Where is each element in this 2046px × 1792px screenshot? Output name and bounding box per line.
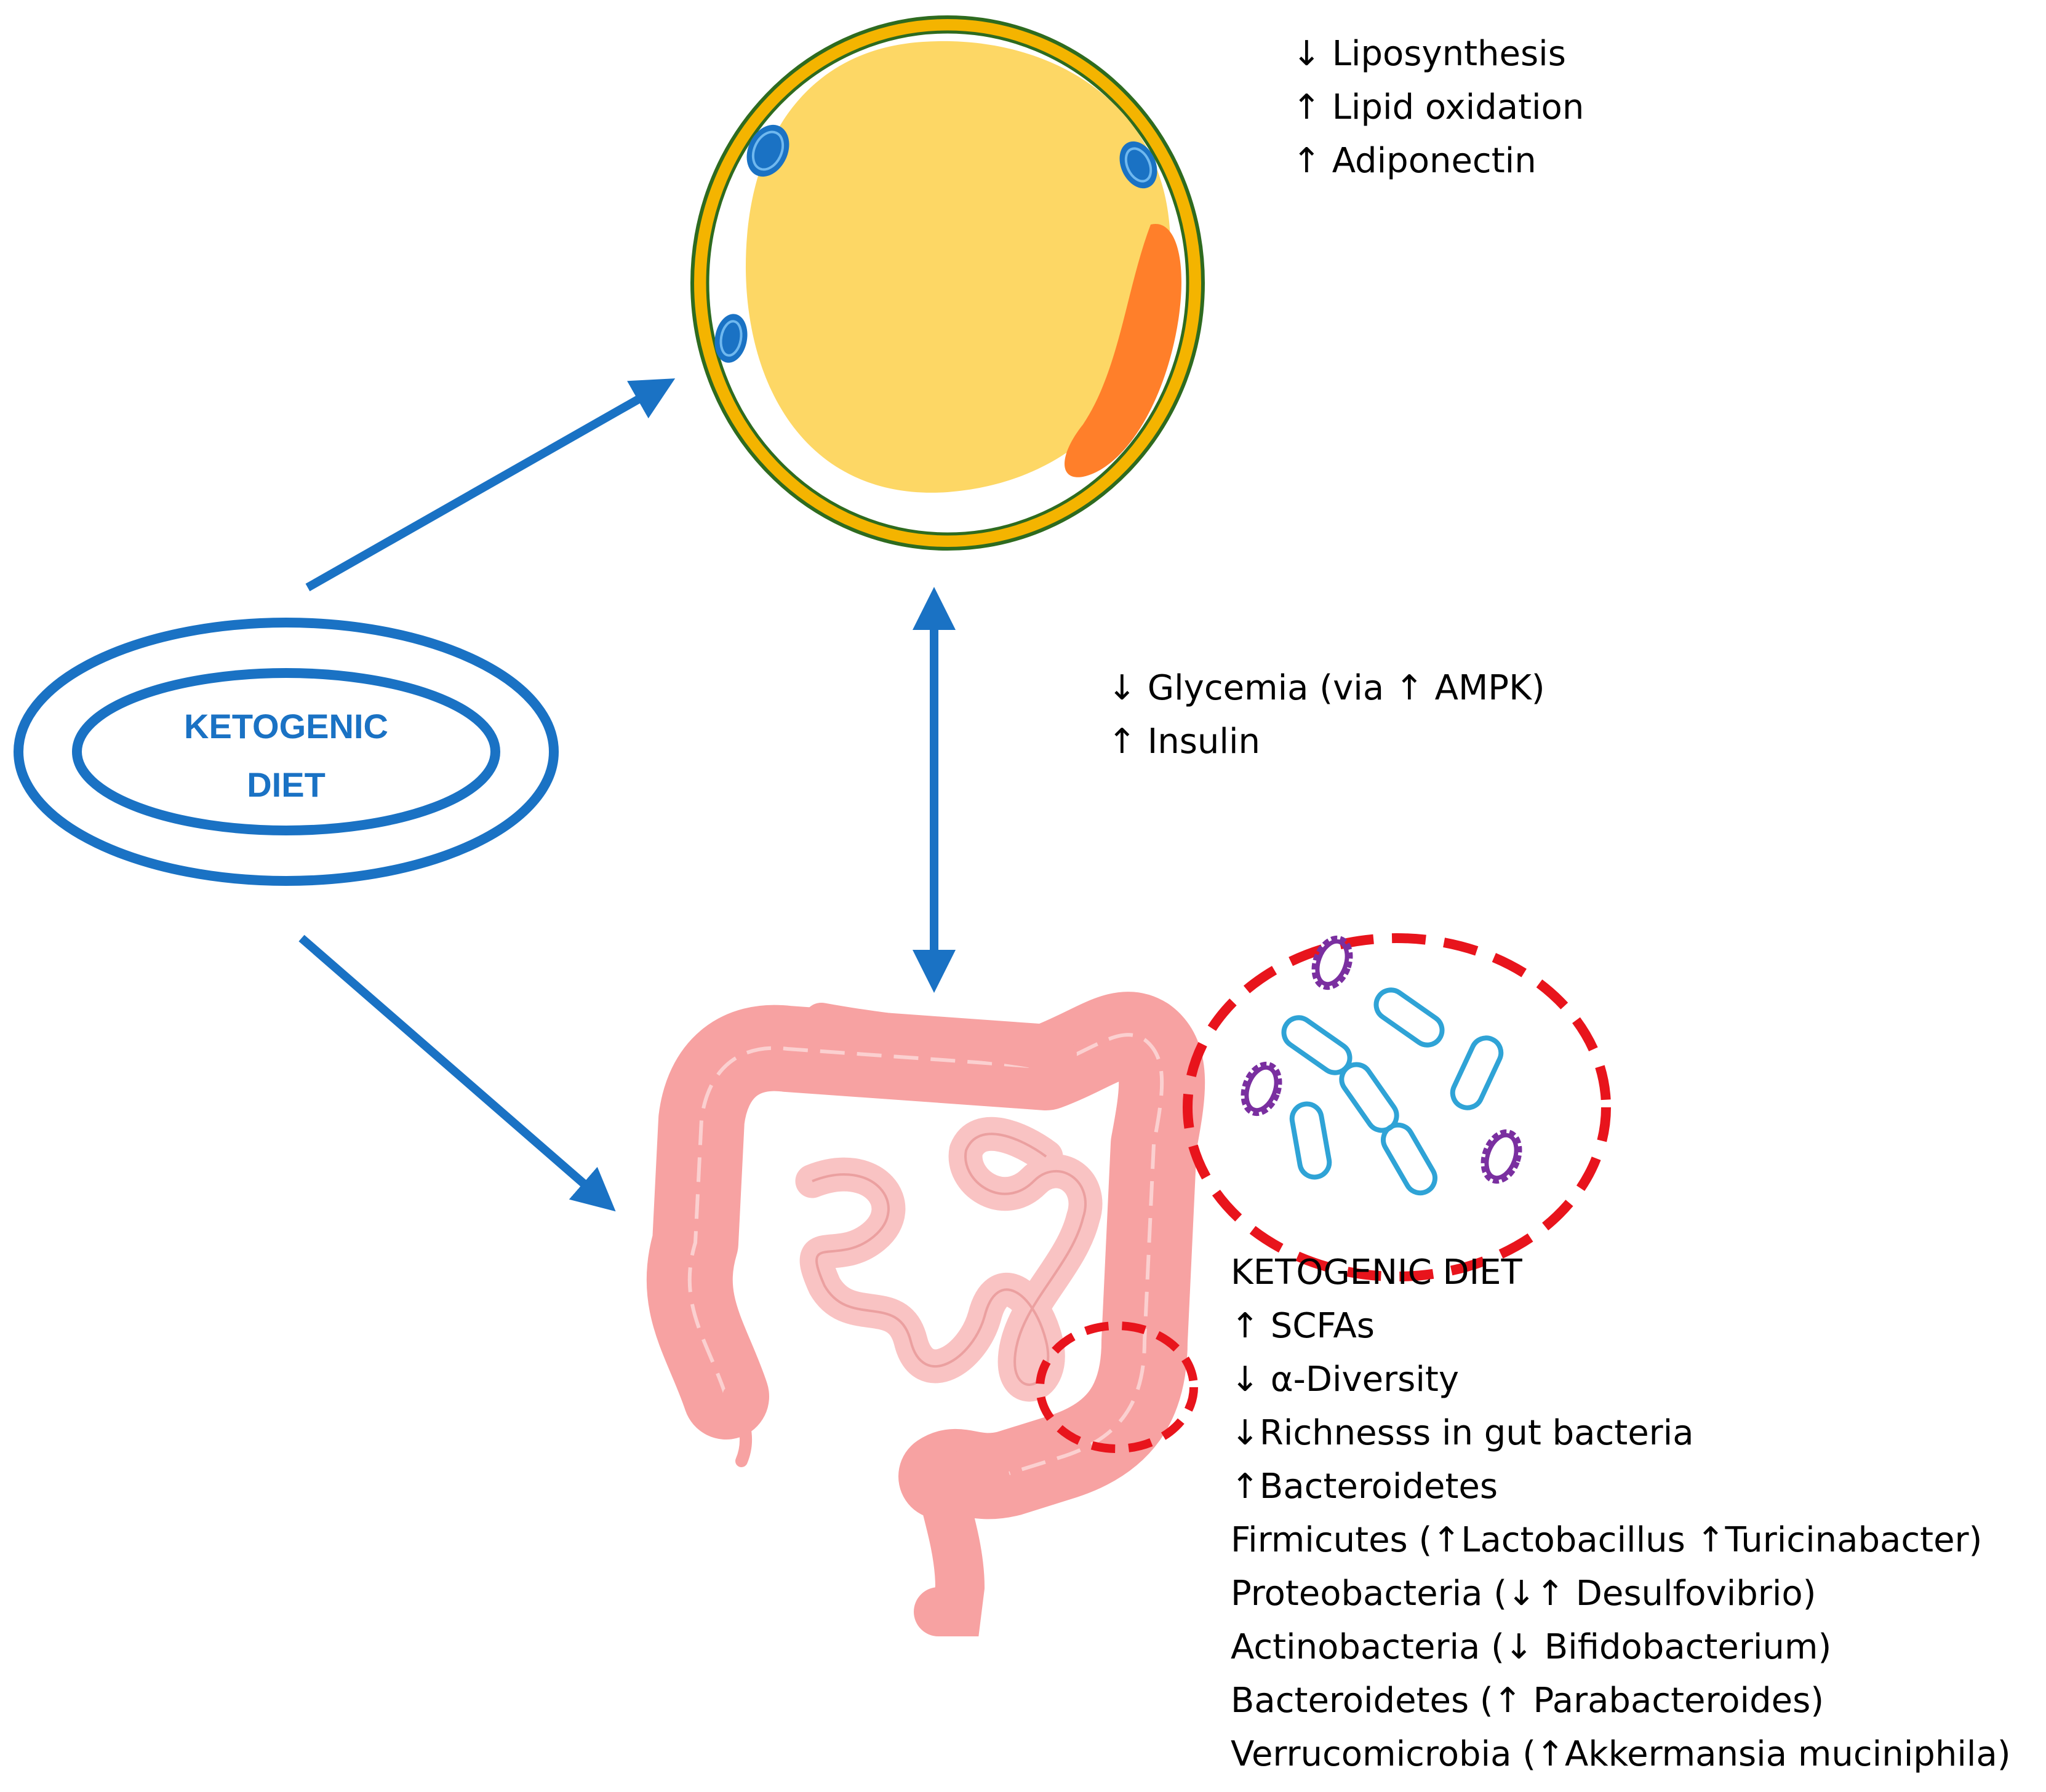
adipocyte-effects: ↓ Liposynthesis ↑ Lipid oxidation ↑ Adip… [1292, 27, 1584, 188]
arrow-to-adipocyte [305, 378, 676, 592]
microbiota-effect: Bacteroidetes (↑ Parabacteroides) [1231, 1681, 1824, 1721]
microbiota-effect: ↓ α-Diversity [1231, 1360, 1459, 1400]
microbiota-effect: ↑ SCFAs [1231, 1306, 1375, 1346]
microbiota-effect: Proteobacteria (↓↑ Desulfovibrio) [1231, 1574, 1816, 1614]
lipid-droplet [745, 41, 1171, 493]
glycemia-effect: ↓ Glycemia (via ↑ AMPK) [1108, 668, 1545, 708]
diet-label-line1: KETOGENIC [184, 707, 388, 746]
microbiota-effects: KETOGENIC DIET ↑ SCFAs ↓ α-Diversity ↓Ri… [1231, 1246, 2011, 1781]
small-intestine [795, 1117, 1103, 1402]
mitochondria-icon [714, 124, 1157, 363]
glycemia-effect: ↑ Insulin [1108, 722, 1261, 762]
adipocyte-cell [690, 15, 1205, 551]
ketogenic-diet-badge: KETOGENIC DIET [14, 618, 559, 886]
intestine-illustration [646, 992, 1205, 1636]
microbiota-effect: Verrucomicrobia (↑Akkermansia muciniphil… [1231, 1734, 2011, 1774]
microbiota-effect: ↓Richnesss in gut bacteria [1231, 1413, 1694, 1453]
arrow-to-gut [298, 934, 616, 1212]
adipocyte-effect: ↓ Liposynthesis [1292, 34, 1566, 74]
small-dashed-circle [1036, 1321, 1198, 1453]
round-bacteria-icon [1241, 935, 1522, 1184]
adipocyte-effect: ↑ Lipid oxidation [1292, 87, 1584, 127]
nucleus [1065, 223, 1181, 477]
rod-bacteria-icon [1281, 987, 1504, 1196]
appendix [723, 1387, 753, 1467]
glycemia-effects: ↓ Glycemia (via ↑ AMPK) ↑ Insulin [1108, 661, 1545, 768]
microbiota-effect: ↑Bacteroidetes [1231, 1467, 1498, 1507]
microbiota-effect: KETOGENIC DIET [1231, 1252, 1522, 1292]
microbiota-zoom [1183, 933, 1611, 1281]
colon [646, 992, 1205, 1519]
adipocyte-effect: ↑ Adiponectin [1292, 141, 1536, 181]
rectum [911, 1440, 985, 1636]
stomach-part [803, 1003, 1077, 1073]
diet-label-line2: DIET [247, 765, 326, 804]
microbiota-effect: Firmicutes (↑Lactobacillus ↑Turicinabact… [1231, 1520, 1983, 1560]
microbiota-effect: Actinobacteria (↓ Bifidobacterium) [1231, 1627, 1832, 1667]
